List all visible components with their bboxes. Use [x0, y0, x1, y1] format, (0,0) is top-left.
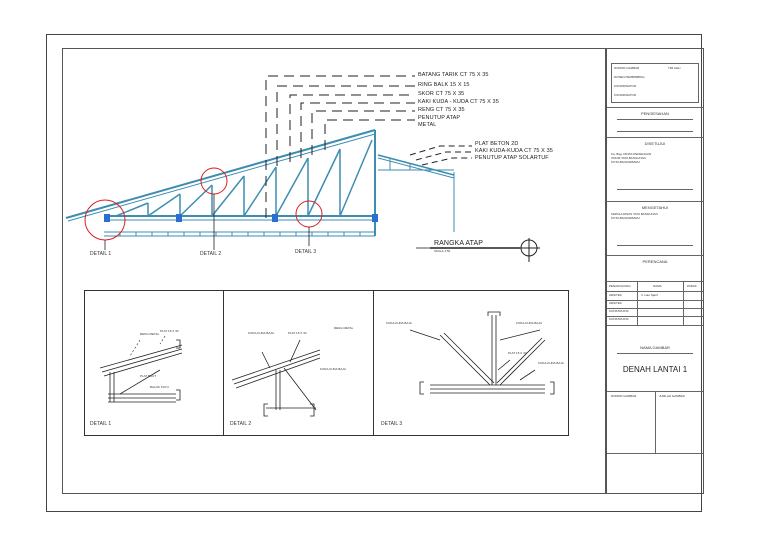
label-penutup-solartuf: PENUTUP ATAP SOLARTUF: [475, 155, 549, 161]
mengetahui-line-2: KOTA BANJARBARU: [611, 216, 640, 220]
top-row-3-label: KOORDINATOR: [614, 84, 637, 88]
nomor-gambar-label: NOMOR GAMBAR: [611, 394, 637, 398]
label-reng: RENG CT 75 X 35: [418, 107, 465, 113]
top-row-4-label: KOORDINATOR: [614, 93, 637, 97]
label-ring-balk: RING BALK 15 X 15: [418, 82, 470, 88]
drawing-frame: [62, 48, 606, 494]
label-kaki-kuda-kuda: KAKI KUDA-KUDA CT 75 X 35: [475, 148, 553, 154]
perencana-heading: PERENCANA: [642, 259, 668, 264]
disetujui-line-3: KOTA BANJARBARU: [611, 160, 640, 164]
top-row-1-value: TIM AHLI: [668, 66, 681, 70]
label-penutup-atap: PENUTUP ATAP: [418, 115, 461, 121]
section-title: RANGKA ATAP: [434, 240, 484, 247]
nama-gambar-heading: NAMA GAMBAR: [640, 345, 670, 350]
disetujui-heading: DISETUJUI: [644, 141, 666, 146]
p3-note-2: KUDA-KUDA BAJA: [516, 321, 542, 325]
disetujui-line-1: Ka. Bag. DINAS PEKERJAAN: [611, 152, 652, 156]
p1-note-balok: BALOK KAYU: [150, 385, 169, 389]
p2-note-4: KUDA-KUDA BAJA: [320, 367, 346, 371]
team-table: PENANGGUNG NAMA PARAF ARSITEK Ir. Lian S…: [607, 281, 703, 326]
top-row-1-label: NOMOR GAMBAR: [614, 66, 640, 70]
label-kaki-kuda: KAKI KUDA - KUDA CT 75 X 35: [418, 99, 499, 105]
detail-panel-3: [373, 290, 569, 436]
team-header-paraf: PARAF: [687, 284, 697, 288]
section-scale: SKALA 1:50: [434, 249, 451, 253]
label-batang-tarik: BATANG TARIK CT 75 X 35: [418, 72, 489, 78]
label-plat-beton: PLAT BETON 2D: [475, 141, 519, 147]
team-row-1-name: Ir. Lian Sjarif: [641, 293, 658, 297]
team-row-2-role: ARSITEK: [609, 301, 622, 305]
top-row-2-label: DOSEN PEMBIMBING: [614, 75, 645, 79]
callout-detail-3: DETAIL 3: [295, 249, 317, 255]
mengetahui-heading: MENGETAHUI: [641, 205, 669, 210]
p1-note-baut: PLAT BAUT: [140, 374, 157, 378]
p3-note-4: KUDA-KUDA BAJA: [538, 361, 564, 365]
label-skor: SKOR CT 75 X 35: [418, 91, 465, 97]
panel-label-detail-1: DETAIL 1: [90, 421, 112, 427]
jumlah-gambar-label: JUMLAH GAMBAR: [659, 394, 685, 398]
label-metal: METAL: [418, 122, 437, 128]
team-row-4-role: KONSTRUKSI: [609, 317, 629, 321]
disetujui-line-2: UMUM TATA BANGUNAN: [611, 156, 646, 160]
team-header-name: NAMA: [653, 284, 662, 288]
p3-note-3: PLAT 15 X 40: [508, 351, 527, 355]
p2-note-2: PLAT 15 X 40: [288, 331, 307, 335]
p1-note-plat: PLAT 15 X 40: [160, 329, 179, 333]
callout-detail-2: DETAIL 2: [200, 251, 222, 257]
team-header-role: PENANGGUNG: [609, 284, 631, 288]
p2-note-1: KUDA-KUDA BAJA: [248, 331, 274, 335]
panel-label-detail-2: DETAIL 2: [230, 421, 252, 427]
title-top-table: NOMOR GAMBAR TIM AHLI DOSEN PEMBIMBING K…: [611, 63, 699, 103]
team-row-3-role: KONSTRUKSI: [609, 309, 629, 313]
title-block: NOMOR GAMBAR TIM AHLI DOSEN PEMBIMBING K…: [606, 48, 704, 494]
callout-detail-1: DETAIL 1: [90, 251, 112, 257]
mengetahui-line-1: KEPALA DINAS TATA BANGUNAN: [611, 212, 658, 216]
pengesahan-heading: PENGESAHAN: [641, 111, 669, 116]
p1-note-reng: RENG METAL: [140, 332, 160, 336]
p3-note-1: KUDA-KUDA BAJA: [386, 321, 412, 325]
drawing-sheet: [46, 34, 702, 512]
team-row-1-role: ARSITEK: [609, 293, 622, 297]
p2-note-3: RENG METAL: [334, 326, 354, 330]
panel-label-detail-3: DETAIL 3: [381, 421, 403, 427]
sheet-title: DENAH LANTAI 1: [622, 365, 688, 374]
